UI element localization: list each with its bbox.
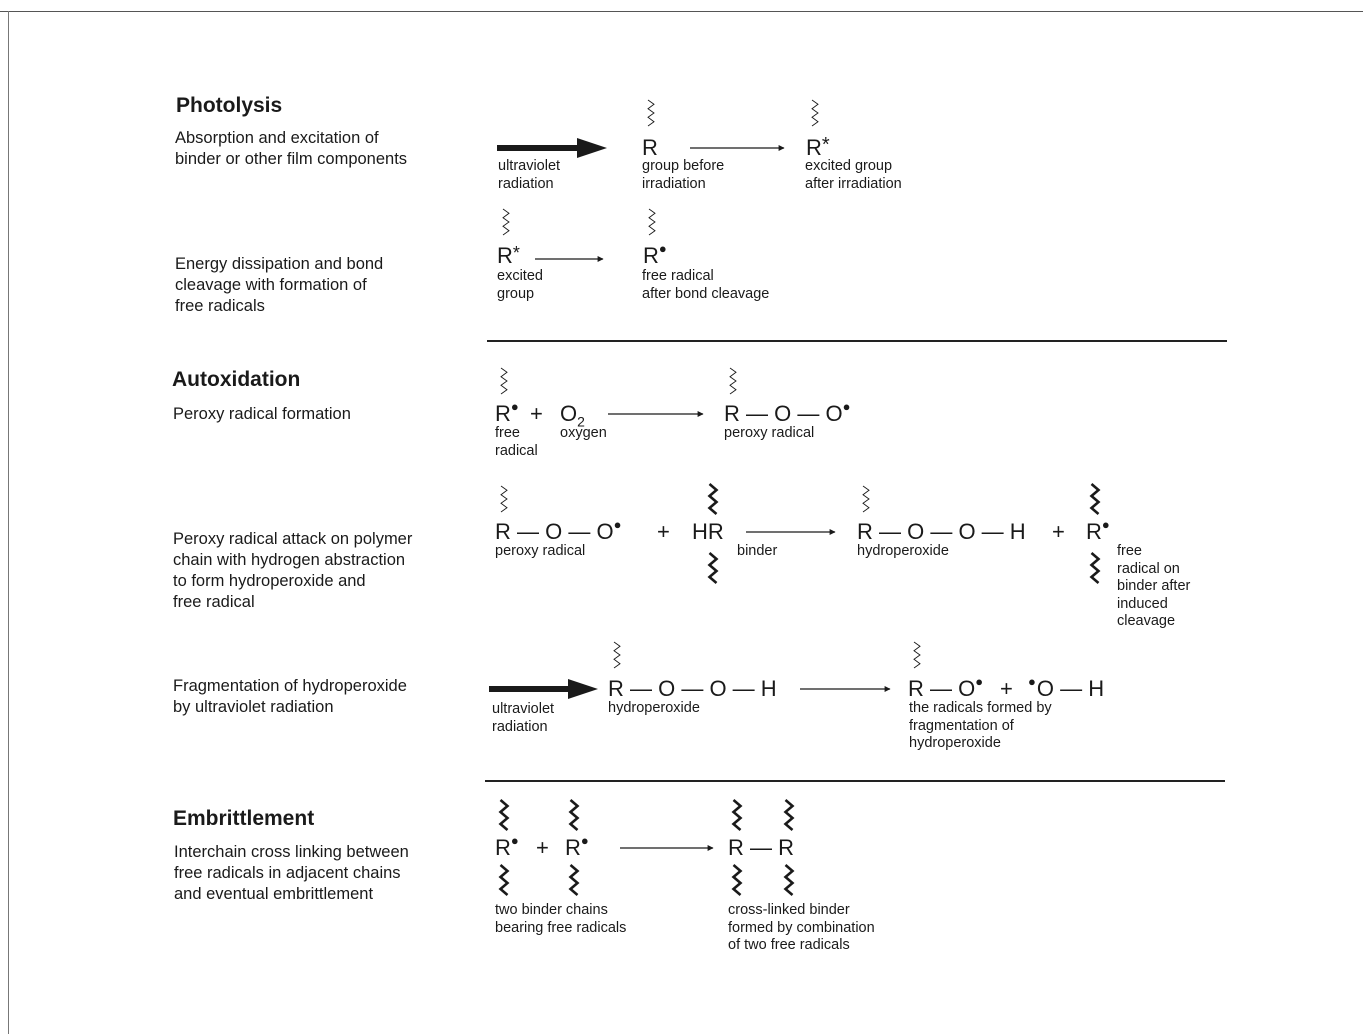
chain-zigzag-excited-after <box>811 99 819 127</box>
uv-arrow-1-head <box>577 138 607 158</box>
polymer-chain-zigzags <box>498 99 1101 896</box>
binder-radical-zigzag-bottom <box>1089 552 1101 584</box>
free-radical-label: free radical <box>495 425 538 459</box>
chain1-zigzag-bottom <box>498 864 510 896</box>
crosslink-left-zigzag-top <box>731 799 743 831</box>
hydroperoxide-product-1: R — O — O — H <box>857 519 1026 544</box>
photolysis-step1-description: Absorption and excitation of binder or o… <box>175 129 408 168</box>
r-radical-reactant: R● <box>495 398 519 426</box>
reaction-arrows <box>535 145 891 851</box>
chain-zigzag-radical-reactant <box>500 367 508 395</box>
chain-zigzag-peroxy-product <box>729 367 737 395</box>
binder-chain-radical-1: R● <box>495 832 519 860</box>
binder-chain-radical-2: R● <box>565 832 589 860</box>
frame-top-border <box>0 11 1363 12</box>
r-excited-start: R* <box>497 242 520 268</box>
r-excited-group: R* <box>806 133 830 160</box>
r-free-radical: R● <box>643 240 667 268</box>
uv-arrow-2-head <box>568 679 598 699</box>
cross-linked-binder-label: cross-linked binder formed by combinatio… <box>728 902 875 953</box>
plus-sign-4: + <box>1000 676 1013 701</box>
binder-hr: HR <box>692 519 724 544</box>
excited-group-label: excited group <box>497 268 543 302</box>
hydroxyl-radical: ●O — H <box>1028 673 1105 701</box>
uv-radiation-label-1: ultraviolet radiation <box>498 158 561 192</box>
plus-sign-3: + <box>1052 519 1065 544</box>
crosslink-right-zigzag-top <box>783 799 795 831</box>
binder-free-radical: R● <box>1086 516 1110 544</box>
photolysis-step2-description: Energy dissipation and bond cleavage wit… <box>175 255 384 315</box>
cross-linked-r-r: R — R <box>728 835 794 860</box>
plus-sign-5: + <box>536 835 549 860</box>
peroxy-radical-reactant: R — O — O● <box>495 516 622 544</box>
hydroperoxide-label-1: hydroperoxide <box>857 543 949 559</box>
radicals-formed-label: the radicals formed by fragmentation of … <box>909 700 1052 751</box>
oxygen-label: oxygen <box>560 425 607 441</box>
chain2-zigzag-top <box>568 799 580 831</box>
uv-radiation-label-2: ultraviolet radiation <box>492 701 555 735</box>
r-group-before: R <box>642 135 658 160</box>
embrittlement-step1-description: Interchain cross linking between free ra… <box>174 843 409 903</box>
peroxy-radical-product: R — O — O● <box>724 398 851 426</box>
autoxidation-step2-description: Peroxy radical attack on polymer chain w… <box>173 530 413 611</box>
chain-zigzag-group-before <box>647 99 655 127</box>
crosslink-left-zigzag-bottom <box>731 864 743 896</box>
peroxy-radical-label-2: peroxy radical <box>495 543 586 559</box>
frame-left-border <box>8 11 9 1034</box>
peroxy-radical-label-1: peroxy radical <box>724 425 815 441</box>
autoxidation-heading: Autoxidation <box>172 368 301 391</box>
embrittlement-heading: Embrittlement <box>173 807 315 830</box>
chain-zigzag-hydroperoxide-1 <box>862 485 870 513</box>
chain-zigzag-excited-start <box>502 208 510 236</box>
section-divider-1 <box>487 340 1227 342</box>
chain2-zigzag-bottom <box>568 864 580 896</box>
binder-radical-zigzag-top <box>1089 483 1101 515</box>
chain-zigzag-peroxy-reactant <box>500 485 508 513</box>
free-radical-after-label: free radical after bond cleavage <box>642 268 770 302</box>
hydroperoxide-label-2: hydroperoxide <box>608 700 700 716</box>
excited-group-after-label: excited group after irradiation <box>805 158 902 192</box>
hydroperoxide-reactant: R — O — O — H <box>608 676 777 701</box>
two-binder-chains-label: two binder chains bearing free radicals <box>495 902 627 936</box>
chain-zigzag-alkoxy <box>913 641 921 669</box>
photolysis-heading: Photolysis <box>176 94 283 117</box>
chain-zigzag-hydroperoxide-2 <box>613 641 621 669</box>
binder-label: binder <box>737 543 778 559</box>
oxygen-molecule: O2 <box>560 401 585 430</box>
free-radical-on-binder-label: free radical on binder after induced cle… <box>1117 543 1191 629</box>
chain1-zigzag-top <box>498 799 510 831</box>
autoxidation-step1-description: Peroxy radical formation <box>173 405 351 423</box>
plus-sign-2: + <box>657 519 670 544</box>
alkoxy-radical: R — O● <box>908 673 984 701</box>
section-divider-2 <box>485 780 1225 782</box>
binder-zigzag-bottom <box>707 552 719 584</box>
plus-sign-1: + <box>530 401 543 426</box>
group-before-label: group before irradiation <box>642 158 725 192</box>
autoxidation-step3-description: Fragmentation of hydroperoxide by ultrav… <box>173 677 407 716</box>
chain-zigzag-free-radical <box>648 208 656 236</box>
binder-zigzag-top <box>707 483 719 515</box>
crosslink-right-zigzag-bottom <box>783 864 795 896</box>
